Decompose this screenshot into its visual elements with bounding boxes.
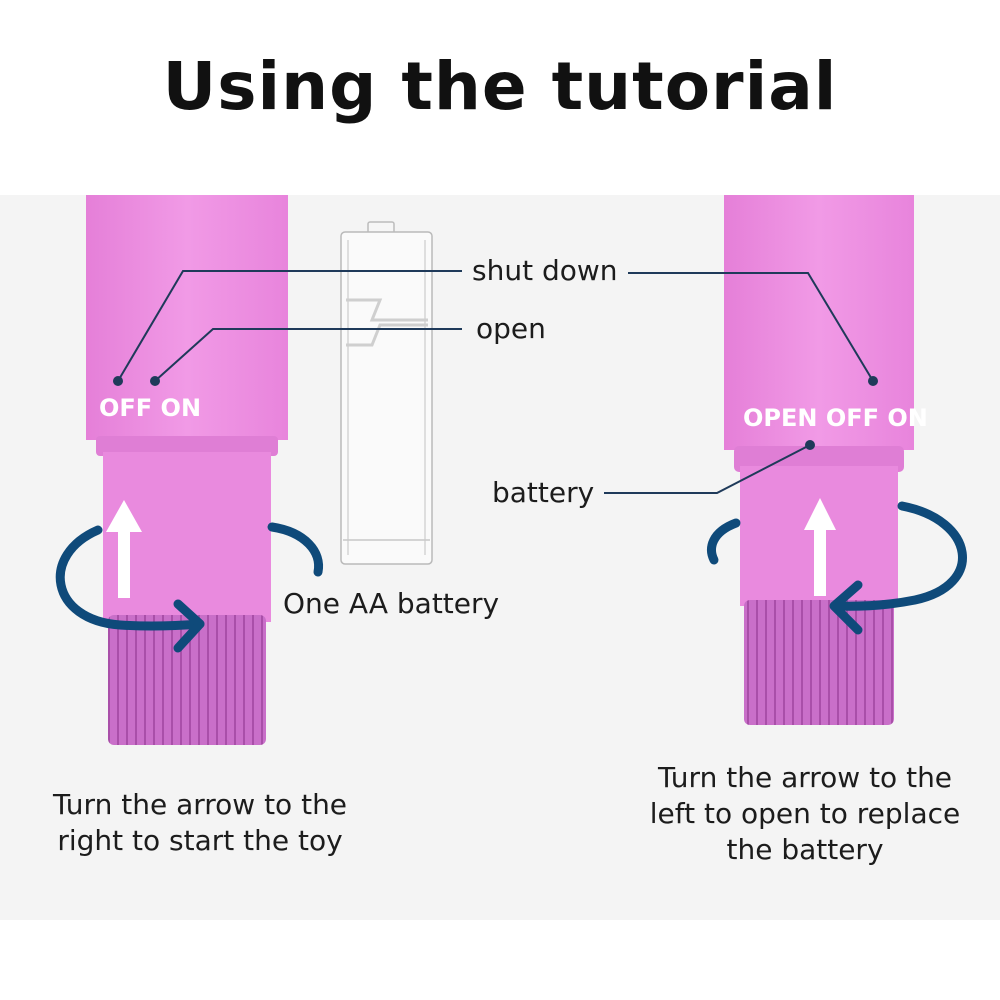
caption-left-line-1: Turn the arrow to the xyxy=(52,788,348,821)
caption-right-line-2: left to open to replace xyxy=(649,797,961,830)
left-device-ribbed-base xyxy=(108,615,266,745)
left-device-marking: OFF ON xyxy=(99,394,202,422)
left-device-upper-body xyxy=(86,195,288,440)
right-device xyxy=(724,195,914,725)
right-device-collar xyxy=(734,446,904,472)
caption-right-line-1: Turn the arrow to the xyxy=(657,761,953,794)
right-device-marking: OPEN OFF ON xyxy=(743,404,928,432)
caption-right: Turn the arrow to the left to open to re… xyxy=(635,760,975,868)
label-shut-down: shut down xyxy=(472,254,618,287)
up-arrow-icon xyxy=(804,498,836,596)
caption-left: Turn the arrow to the right to start the… xyxy=(30,787,370,859)
leader-battery-right xyxy=(604,444,811,494)
label-open: open xyxy=(476,312,546,345)
rotation-arrow-counterclockwise-icon xyxy=(707,501,967,635)
right-device-upper-body xyxy=(724,195,914,450)
caption-left-line-2: right to start the toy xyxy=(57,824,343,857)
label-battery: battery xyxy=(492,476,595,509)
caption-right-line-3: the battery xyxy=(726,833,884,866)
aa-battery-icon xyxy=(340,221,433,565)
label-one-aa-battery: One AA battery xyxy=(283,587,500,620)
right-device-ribbed-base xyxy=(744,600,894,725)
leader-open-left xyxy=(154,328,462,382)
rotation-arrow-clockwise-icon xyxy=(55,522,324,653)
leader-shut-down-right xyxy=(628,272,874,382)
page-title: Using the tutorial xyxy=(162,48,838,125)
leader-lines xyxy=(117,270,874,494)
leader-dots xyxy=(113,376,878,450)
left-device-lower-body xyxy=(103,452,271,622)
left-device xyxy=(86,195,288,745)
left-device-collar xyxy=(96,436,278,456)
leader-shut-down-left xyxy=(117,270,462,382)
up-arrow-icon xyxy=(106,500,142,598)
